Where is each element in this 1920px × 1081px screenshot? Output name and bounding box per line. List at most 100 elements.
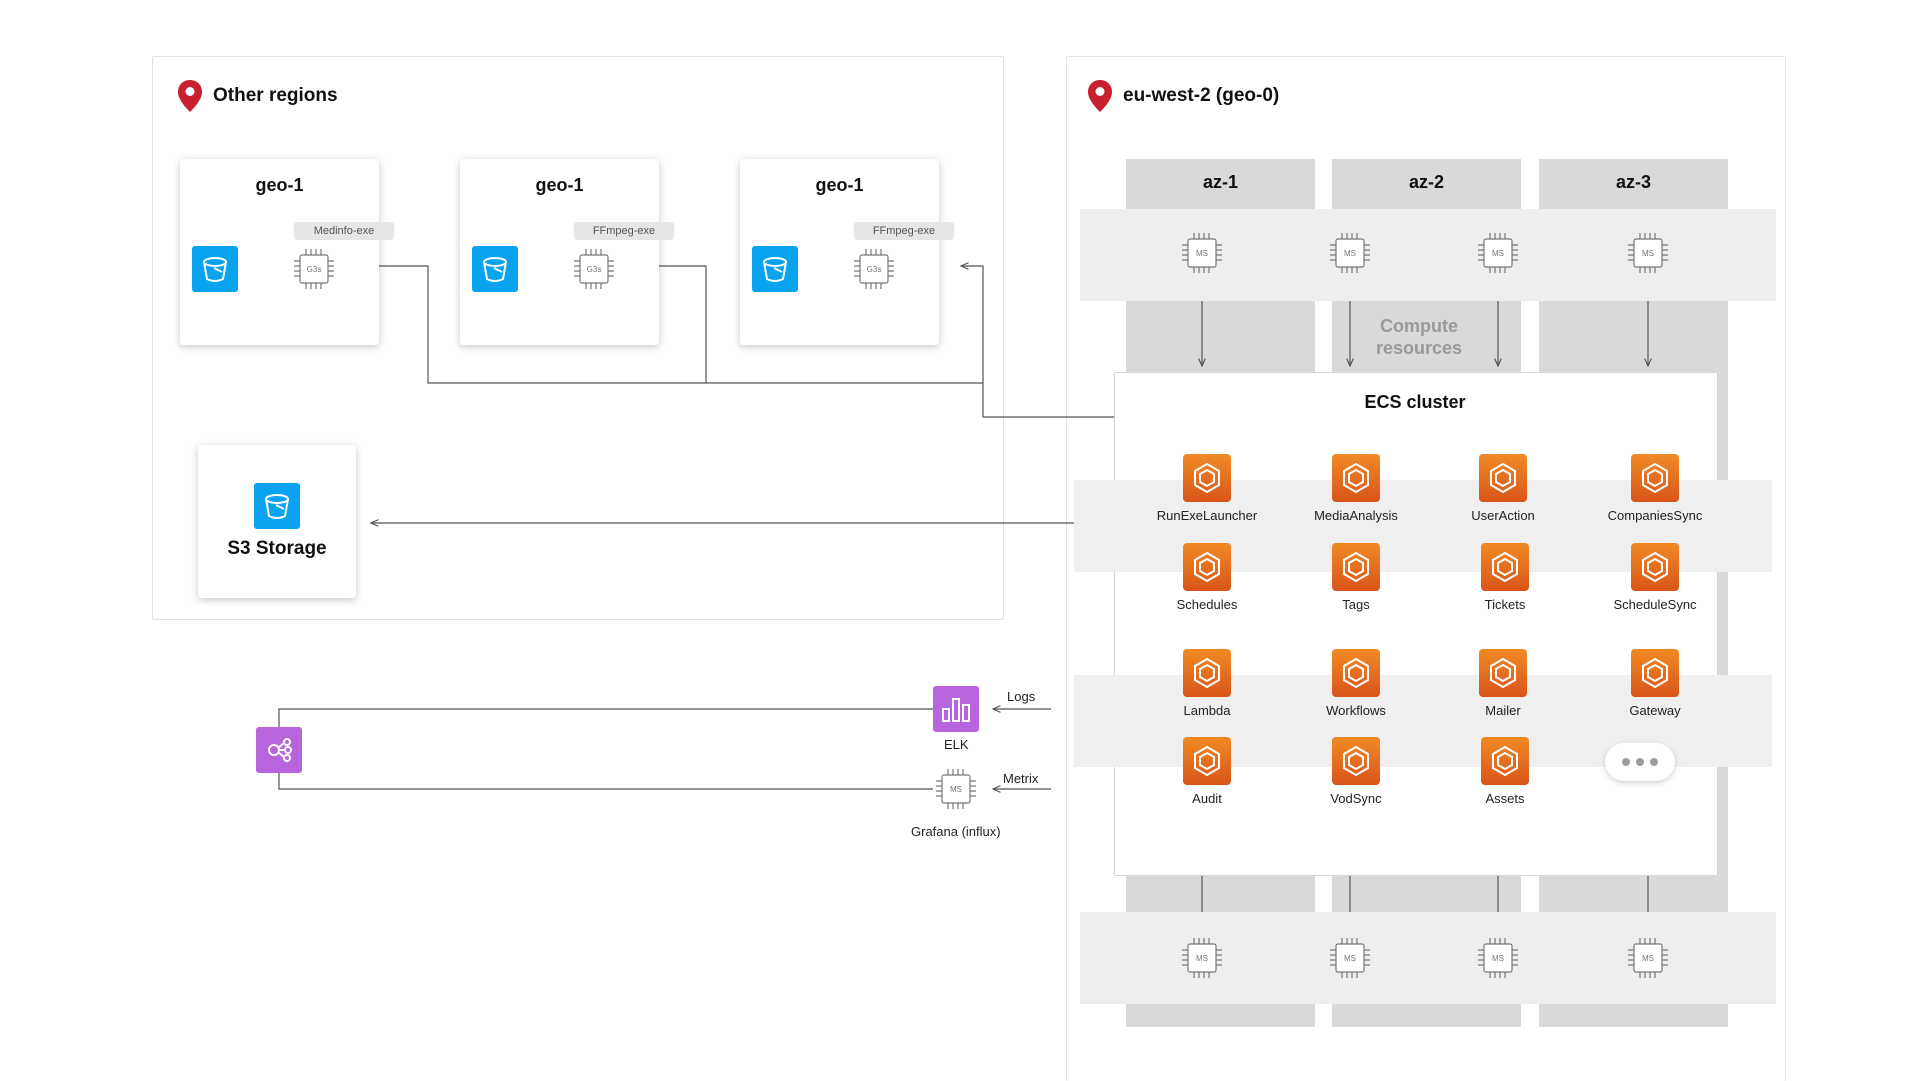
ms-chip-icon: MS (1330, 233, 1370, 273)
chip-icon: G3s (294, 249, 334, 289)
ecs-service-icon (1481, 737, 1529, 785)
ecs-service-icon (1631, 454, 1679, 502)
tool-tag: FFmpeg-exe (574, 222, 674, 240)
ecs-service[interactable]: UserAction (1433, 454, 1573, 523)
compute-resources-label: Compute resources (1375, 316, 1463, 358)
ecs-service-label: Workflows (1326, 703, 1386, 718)
ecs-service-icon (1479, 649, 1527, 697)
s3-bucket-icon (192, 246, 238, 292)
ecs-service-label: RunExeLauncher (1156, 508, 1258, 523)
elk-line (278, 708, 933, 744)
ecs-service-label: Gateway (1629, 703, 1681, 718)
ms-chip-label: MS (950, 785, 962, 794)
ecs-service-icon (1332, 737, 1380, 785)
more-dot (1622, 758, 1630, 766)
ecs-service[interactable]: ScheduleSync (1585, 543, 1725, 612)
ecs-service-label: Assets (1485, 791, 1525, 806)
elk-icon[interactable] (933, 686, 979, 732)
ecs-service-label: Schedules (1176, 597, 1238, 612)
geo-card: geo-1 FFmpeg-exe G3s (740, 159, 954, 345)
monitoring-hub-icon[interactable] (256, 727, 302, 773)
ecs-service-icon (1481, 543, 1529, 591)
ms-chip-label: MS (1196, 249, 1208, 258)
geo-card: geo-1 FFmpeg-exe G3s (460, 159, 674, 345)
ecs-service[interactable]: Tickets (1435, 543, 1575, 612)
eu-region-title: eu-west-2 (geo-0) (1123, 85, 1280, 106)
chip-label: G3s (307, 265, 322, 274)
ecs-service-label: VodSync (1330, 791, 1382, 806)
ecs-service-icon (1183, 543, 1231, 591)
ecs-service-label: CompaniesSync (1607, 508, 1703, 523)
ms-chip-label: MS (1642, 249, 1654, 258)
ms-chip-icon: MS (1330, 938, 1370, 978)
ms-chip-label: MS (1344, 954, 1356, 963)
location-pin-icon (178, 80, 202, 112)
az-label: az-1 (1202, 172, 1238, 192)
ms-chip-label: MS (1642, 954, 1654, 963)
ecs-service[interactable]: RunExeLauncher (1137, 454, 1277, 523)
ms-chip-label: MS (1492, 954, 1504, 963)
ecs-service-label: Lambda (1183, 703, 1231, 718)
chip-label: G3s (587, 265, 602, 274)
chip-icon: G3s (574, 249, 614, 289)
ecs-service-label: UserAction (1471, 508, 1535, 523)
ecs-service-icon (1332, 649, 1380, 697)
ecs-service[interactable]: Workflows (1286, 649, 1426, 718)
s3-bucket-icon (752, 246, 798, 292)
eu-region-header: eu-west-2 (geo-0) (1087, 79, 1279, 113)
ecs-service-icon (1183, 737, 1231, 785)
ecs-service[interactable]: Mailer (1433, 649, 1573, 718)
ecs-service[interactable]: Tags (1286, 543, 1426, 612)
more-dot (1636, 758, 1644, 766)
other-regions-header: Other regions (177, 79, 338, 113)
ms-chip-icon: MS (1182, 938, 1222, 978)
ms-chip-icon: MS (1628, 938, 1668, 978)
ecs-service[interactable]: Audit (1137, 737, 1277, 806)
geo-card-title: geo-1 (255, 175, 304, 195)
ecs-service-label: Mailer (1485, 703, 1521, 718)
logs-label: Logs (1007, 689, 1036, 704)
ecs-service-label: ScheduleSync (1613, 597, 1697, 612)
s3-bucket-icon (254, 483, 300, 529)
grafana-line (278, 772, 933, 790)
s3-bucket-icon (472, 246, 518, 292)
ecs-service-icon (1332, 454, 1380, 502)
ecs-service[interactable]: Assets (1435, 737, 1575, 806)
location-pin-icon (1088, 80, 1112, 112)
ecs-service-label: Tickets (1484, 597, 1526, 612)
ecs-service-icon (1479, 454, 1527, 502)
ms-chip-icon: MS (1182, 233, 1222, 273)
ecs-service[interactable]: VodSync (1286, 737, 1426, 806)
more-services-button[interactable] (1605, 743, 1675, 781)
ms-chip-icon: MS (1628, 233, 1668, 273)
ecs-service-label: Tags (1342, 597, 1370, 612)
metrix-label: Metrix (1003, 771, 1039, 786)
ecs-service[interactable]: Gateway (1585, 649, 1725, 718)
chip-icon: G3s (854, 249, 894, 289)
ecs-service-icon (1631, 649, 1679, 697)
ecs-service[interactable]: CompaniesSync (1585, 454, 1725, 523)
ecs-service-icon (1183, 454, 1231, 502)
s3-storage-card: S3 Storage (198, 445, 356, 598)
other-regions-title: Other regions (213, 85, 338, 106)
ecs-service-label: Audit (1192, 791, 1222, 806)
ms-chip-icon: MS (1478, 233, 1518, 273)
s3-storage-label: S3 Storage (227, 538, 327, 559)
grafana-label: Grafana (influx) (911, 824, 1001, 839)
grafana-chip-icon[interactable]: MS (933, 766, 979, 812)
ms-chip-label: MS (1344, 249, 1356, 258)
ms-chip-label: MS (1196, 954, 1208, 963)
ecs-service[interactable]: Lambda (1137, 649, 1277, 718)
ecs-service[interactable]: MediaAnalysis (1286, 454, 1426, 523)
ecs-cluster-title: ECS cluster (1364, 392, 1466, 412)
ecs-service-icon (1631, 543, 1679, 591)
tool-tag: Medinfo-exe (294, 222, 394, 240)
az-label: az-3 (1615, 172, 1651, 192)
ms-chip-label: MS (1492, 249, 1504, 258)
geo-card-title: geo-1 (815, 175, 864, 195)
geo-card: geo-1 Medinfo-exe G3s (180, 159, 394, 345)
more-dot (1650, 758, 1658, 766)
ecs-service[interactable]: Schedules (1137, 543, 1277, 612)
elk-label: ELK (944, 737, 969, 752)
ecs-service-icon (1332, 543, 1380, 591)
